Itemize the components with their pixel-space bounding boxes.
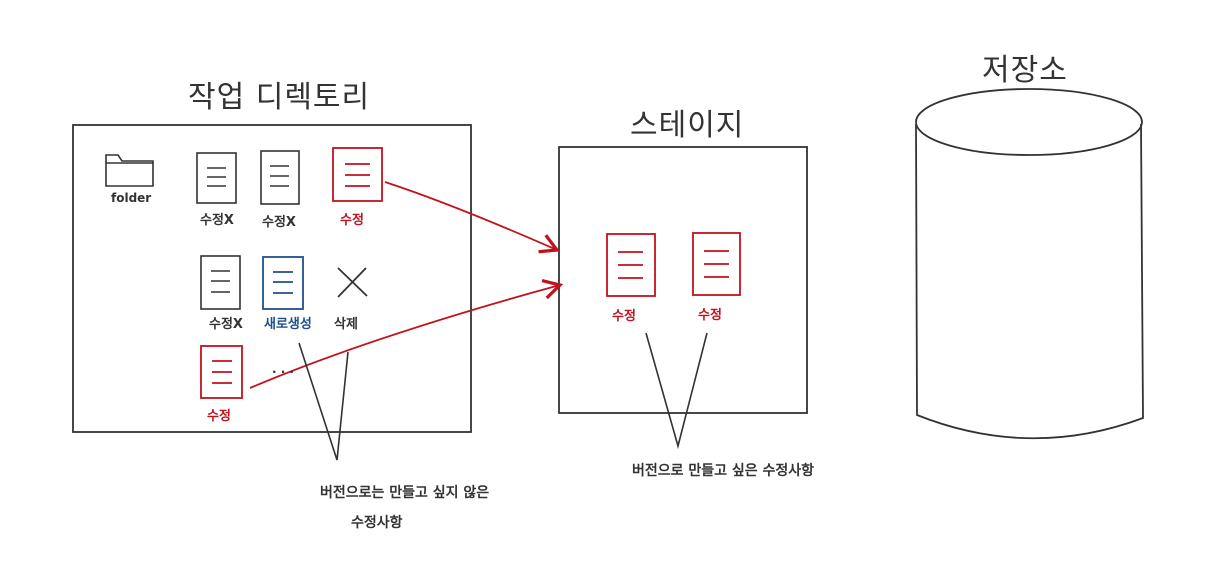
note-staging: 버전으로 만들고 싶은 수정사항 (632, 463, 815, 479)
file-label: 수정X (200, 213, 234, 228)
staged-file-label: 수정 (612, 309, 636, 324)
file-label: 수정X (262, 215, 296, 230)
stage-arrow-2 (249, 279, 564, 389)
folder-icon (105, 154, 154, 187)
file-label-modified: 수정 (340, 213, 364, 228)
note-working-line1: 버전으로는 만들고 싶지 않은 (320, 485, 490, 501)
title-repository: 저장소 (982, 53, 1068, 88)
file-label-new: 새로생성 (264, 317, 312, 332)
file-icon-modified (332, 147, 383, 202)
staging-box (558, 146, 808, 414)
file-icon (200, 255, 241, 310)
repository-cylinder (915, 88, 1144, 440)
folder-label: folder (111, 191, 152, 205)
file-icon-new (262, 256, 304, 310)
ellipsis: . . . (272, 362, 295, 376)
note-pointer-staging (645, 332, 708, 450)
file-icon (260, 150, 300, 205)
file-label-modified: 수정 (207, 409, 231, 424)
file-label: 수정X (209, 317, 243, 332)
stage-arrow-1 (384, 181, 561, 254)
note-pointer-working (298, 342, 349, 461)
file-label-deleted: 삭제 (334, 317, 358, 332)
note-working-line2: 수정사항 (351, 515, 403, 531)
file-icon (196, 152, 237, 204)
file-icon-modified (606, 233, 656, 297)
title-working-directory: 작업 디렉토리 (188, 80, 371, 115)
title-staging: 스테이지 (630, 108, 745, 143)
file-icon-modified (200, 345, 243, 399)
delete-x-icon (337, 267, 368, 298)
staged-file-label: 수정 (698, 308, 722, 323)
file-icon-modified (692, 232, 741, 296)
working-directory-box (72, 124, 472, 433)
